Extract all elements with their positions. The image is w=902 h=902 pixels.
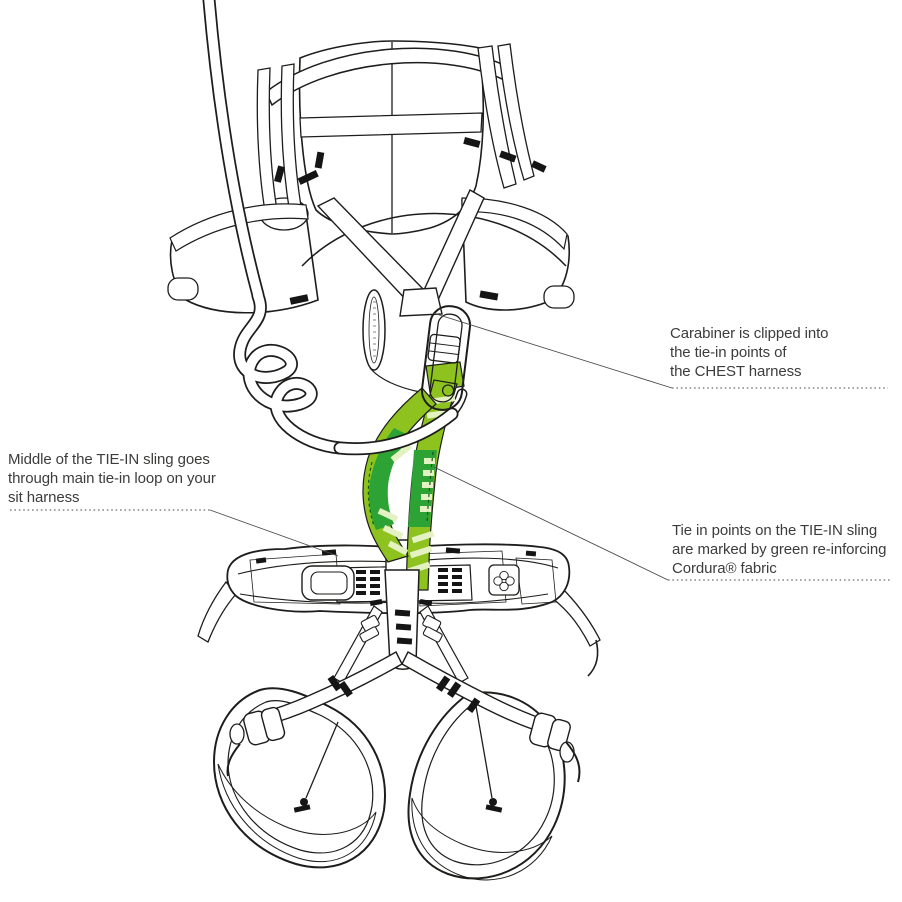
annotation-line: through main tie-in loop on your — [8, 470, 216, 487]
tie-in-loop — [384, 569, 420, 670]
annotation-tie-in-points: Tie in points on the TIE-IN sling are ma… — [672, 521, 887, 578]
chest-harness — [167, 40, 575, 393]
annotation-carabiner: Carabiner is clipped into the tie-in poi… — [670, 324, 829, 381]
left-leg-buckle — [226, 706, 286, 777]
annotation-line: Carabiner is clipped into — [670, 325, 829, 342]
annotation-sling-middle: Middle of the TIE-IN sling goes through … — [8, 450, 216, 507]
annotation-line: Cordura® fabric — [672, 560, 777, 577]
webbing-label-marks — [373, 301, 376, 357]
carabiner — [420, 305, 472, 411]
climbing-rope — [202, 0, 347, 455]
right-leg-buckle — [529, 712, 581, 783]
leader-tie-in-points — [433, 466, 669, 581]
clover-logo — [488, 564, 520, 596]
annotation-line: sit harness — [8, 489, 80, 506]
annotation-line: Tie in points on the TIE-IN sling — [672, 522, 878, 539]
annotation-line: the tie-in points of — [670, 344, 787, 361]
leader-sling-middle — [209, 509, 339, 557]
annotation-line: Middle of the TIE-IN sling goes — [8, 451, 210, 468]
leader-carabiner — [432, 312, 673, 389]
annotation-line: are marked by green re-inforcing — [672, 541, 887, 558]
leg-loops — [212, 598, 581, 881]
annotation-line: the CHEST harness — [670, 363, 802, 380]
chest-stitch-marks — [274, 137, 547, 305]
waistbelt-stitching — [255, 547, 537, 595]
leader-lines — [10, 312, 892, 581]
tie-in-loop-stitching — [394, 609, 413, 645]
rope-wrap-front — [333, 407, 459, 456]
riser-stitch-marks — [327, 674, 481, 714]
left-leg-loop — [212, 687, 386, 869]
